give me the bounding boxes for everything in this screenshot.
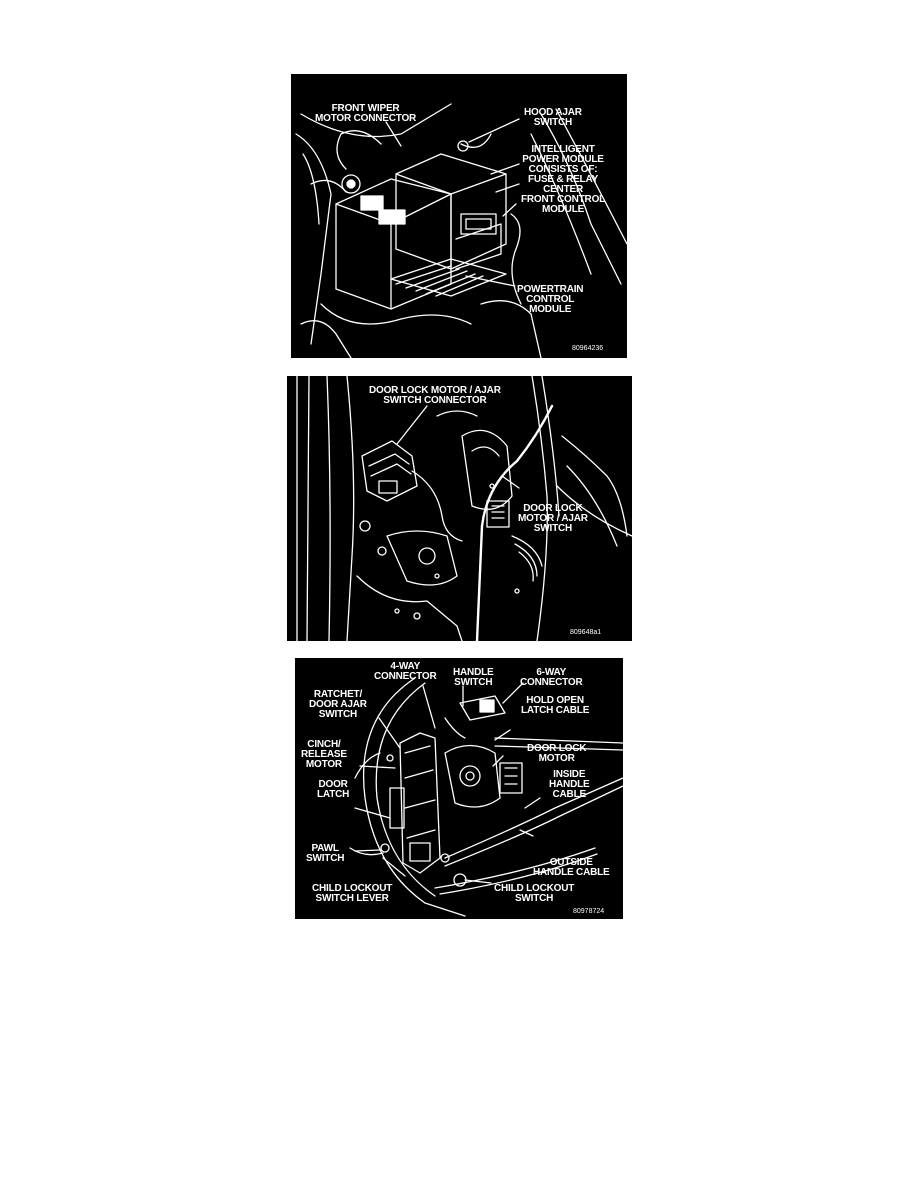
label-door-lock-motor: DOOR LOCK MOTOR xyxy=(527,743,587,764)
label-powertrain-control-module: POWERTRAIN CONTROL MODULE xyxy=(517,284,584,315)
door-latch-assembly-drawing xyxy=(349,677,623,917)
label-door-latch: DOOR LATCH xyxy=(317,779,350,800)
figure-door-latch-assembly: 4-WAY CONNECTOR HANDLE SWITCH 6-WAY CONN… xyxy=(295,658,623,919)
label-6-way-connector: 6-WAY CONNECTOR xyxy=(520,667,583,688)
label-handle-switch: HANDLE SWITCH xyxy=(453,667,494,688)
label-child-lockout-switch-lever: CHILD LOCKOUT SWITCH LEVER xyxy=(312,883,393,904)
label-intelligent-power-module: INTELLIGENT POWER MODULE CONSISTS OF: FU… xyxy=(521,144,606,215)
label-pawl-switch: PAWL SWITCH xyxy=(306,843,345,864)
figure-id: 80978724 xyxy=(573,908,605,915)
label-ratchet-door-ajar-switch: RATCHET/ DOOR AJAR SWITCH xyxy=(309,689,367,720)
figure-engine-compartment: FRONT WIPER MOTOR CONNECTOR HOOD AJAR SW… xyxy=(291,74,627,358)
label-outside-handle-cable: OUTSIDE HANDLE CABLE xyxy=(533,857,610,878)
door-lock-motor-drawing xyxy=(296,376,632,641)
label-inside-handle-cable: INSIDE HANDLE CABLE xyxy=(549,769,590,800)
label-hold-open-latch-cable: HOLD OPEN LATCH CABLE xyxy=(521,695,590,716)
label-hood-ajar-switch: HOOD AJAR SWITCH xyxy=(524,107,582,128)
label-front-wiper-motor-connector: FRONT WIPER MOTOR CONNECTOR xyxy=(315,103,417,124)
label-child-lockout-switch: CHILD LOCKOUT SWITCH xyxy=(494,883,575,904)
label-4-way-connector: 4-WAY CONNECTOR xyxy=(374,661,437,682)
label-door-lock-motor-ajar-switch-connector: DOOR LOCK MOTOR / AJAR SWITCH CONNECTOR xyxy=(369,385,501,406)
figure-id: 80964236 xyxy=(572,345,604,352)
label-door-lock-motor-ajar-switch: DOOR LOCK MOTOR / AJAR SWITCH xyxy=(518,503,588,534)
label-cinch-release-motor: CINCH/ RELEASE MOTOR xyxy=(301,739,347,770)
engine-compartment-drawing xyxy=(295,103,627,358)
figure-id: 809648a1 xyxy=(570,629,602,636)
figure-door-lock-motor: DOOR LOCK MOTOR / AJAR SWITCH CONNECTOR … xyxy=(287,376,632,641)
